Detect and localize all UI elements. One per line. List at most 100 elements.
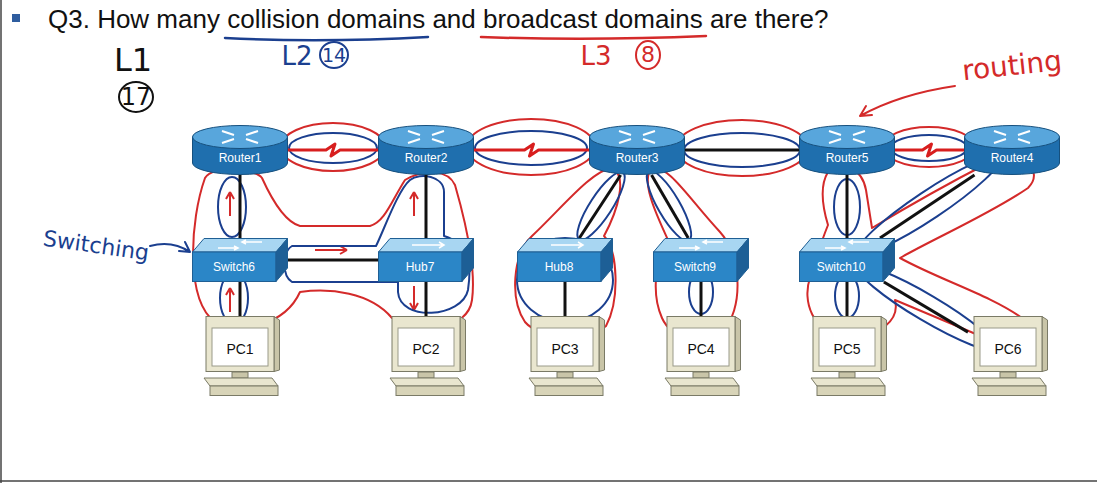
switch-front <box>193 252 277 282</box>
collision-outline <box>289 133 377 163</box>
collision-outline <box>684 133 800 167</box>
monitor-stand <box>1000 372 1016 378</box>
router-top <box>379 126 474 149</box>
switching-note: Switching <box>41 226 150 266</box>
hub-top <box>518 239 613 253</box>
ethernet-link <box>652 175 689 238</box>
frame-edge <box>0 0 2 483</box>
monitor-side <box>881 317 887 372</box>
keyboard-front <box>817 386 885 396</box>
switch-front <box>800 252 884 282</box>
router-shape <box>378 125 474 175</box>
keyboard-top <box>972 378 1046 386</box>
switch-side <box>276 239 288 282</box>
monitor-stand <box>418 372 434 378</box>
pc-icon: PC6 <box>968 316 1048 396</box>
monitor-stand <box>839 372 855 378</box>
annotation-holder: L1 <box>114 44 152 76</box>
monitor-case <box>206 317 274 372</box>
annotation-holder: 14 <box>322 46 346 65</box>
device-label: Switch10 <box>817 260 866 274</box>
domain-count: 17 <box>121 83 152 111</box>
count-circle <box>320 42 348 68</box>
device-label: Router1 <box>219 151 262 165</box>
router-top <box>800 126 895 149</box>
router-arrows <box>408 131 444 143</box>
collision-outline <box>639 166 698 246</box>
monitor-case <box>667 317 735 372</box>
hub-front <box>379 252 463 282</box>
annotation-holder: 8 <box>641 44 655 66</box>
monitor-side <box>599 317 605 372</box>
broadcast-outline <box>193 169 473 328</box>
device-label: Router5 <box>826 151 869 165</box>
router-arrows <box>222 131 258 143</box>
keyboard-front <box>210 386 278 396</box>
ethernet-link <box>685 149 799 152</box>
callout-arrow <box>150 242 190 252</box>
device-label: Switch6 <box>213 260 255 274</box>
flow-arrow <box>226 288 234 312</box>
device-label: PC2 <box>412 341 439 357</box>
flow-arrow <box>410 286 418 310</box>
monitor-screen <box>537 328 593 366</box>
callout-arrow <box>860 86 955 116</box>
serial-link <box>288 144 378 156</box>
monitor-screen <box>673 328 729 366</box>
collision-outline <box>517 238 613 322</box>
switch-side <box>737 239 749 282</box>
monitor-stand <box>557 372 573 378</box>
device-label: Router4 <box>991 151 1034 165</box>
broadcast-outline <box>515 168 620 336</box>
hub-side <box>601 239 613 282</box>
annotation-holder: 17 <box>121 85 152 109</box>
hub-icon: Hub7 <box>378 238 474 282</box>
device-label: Router3 <box>616 151 659 165</box>
annotation-holder: L2 <box>281 43 312 69</box>
device-label: Router2 <box>405 151 448 165</box>
monitor-case <box>974 317 1042 372</box>
monitor-case <box>392 317 460 372</box>
monitor-case <box>531 317 599 372</box>
flow-arrow <box>226 192 234 216</box>
ethernet-link <box>700 282 703 316</box>
serial-link <box>474 144 589 156</box>
hub-icon: Hub8 <box>517 238 613 282</box>
pc-icon: PC1 <box>200 316 280 396</box>
router-top <box>965 126 1060 149</box>
annotation-holder: L3 <box>580 43 611 69</box>
hub-side <box>462 239 474 282</box>
device-label: Hub7 <box>406 260 435 274</box>
question-title: Q3. How many collision domains and broad… <box>48 4 828 34</box>
collision-outline <box>570 166 632 245</box>
monitor-screen <box>212 328 268 366</box>
layer-tag: L1 <box>114 41 152 79</box>
broadcast-outline <box>281 123 385 171</box>
switch-top <box>193 239 288 253</box>
frame-edge <box>0 480 1097 482</box>
title-row: Q3. How many collision domains and broad… <box>48 4 828 34</box>
serial-link <box>895 144 964 156</box>
layer-tag: L2 <box>281 41 312 71</box>
device-label: PC5 <box>833 341 860 357</box>
keyboard-front <box>978 386 1046 396</box>
router-shape <box>799 125 895 175</box>
ethernet-link <box>579 175 620 238</box>
collision-outline <box>891 135 967 161</box>
monitor-screen <box>980 328 1036 366</box>
device-label: PC4 <box>687 341 714 357</box>
ethernet-link <box>425 282 428 316</box>
router-icon: Router2 <box>378 125 474 175</box>
ethernet-link <box>884 282 968 332</box>
keyboard-top <box>390 378 464 386</box>
router-shape <box>192 125 288 175</box>
router-arrows <box>994 131 1030 143</box>
pc-icon: PC3 <box>525 316 605 396</box>
device-label: PC3 <box>551 341 578 357</box>
underline-stroke <box>481 36 706 39</box>
router-icon: Router1 <box>192 125 288 175</box>
device-label: Hub8 <box>545 260 574 274</box>
switch-arrows <box>825 240 869 250</box>
monitor-stand <box>232 372 248 378</box>
switch-front <box>654 252 738 282</box>
